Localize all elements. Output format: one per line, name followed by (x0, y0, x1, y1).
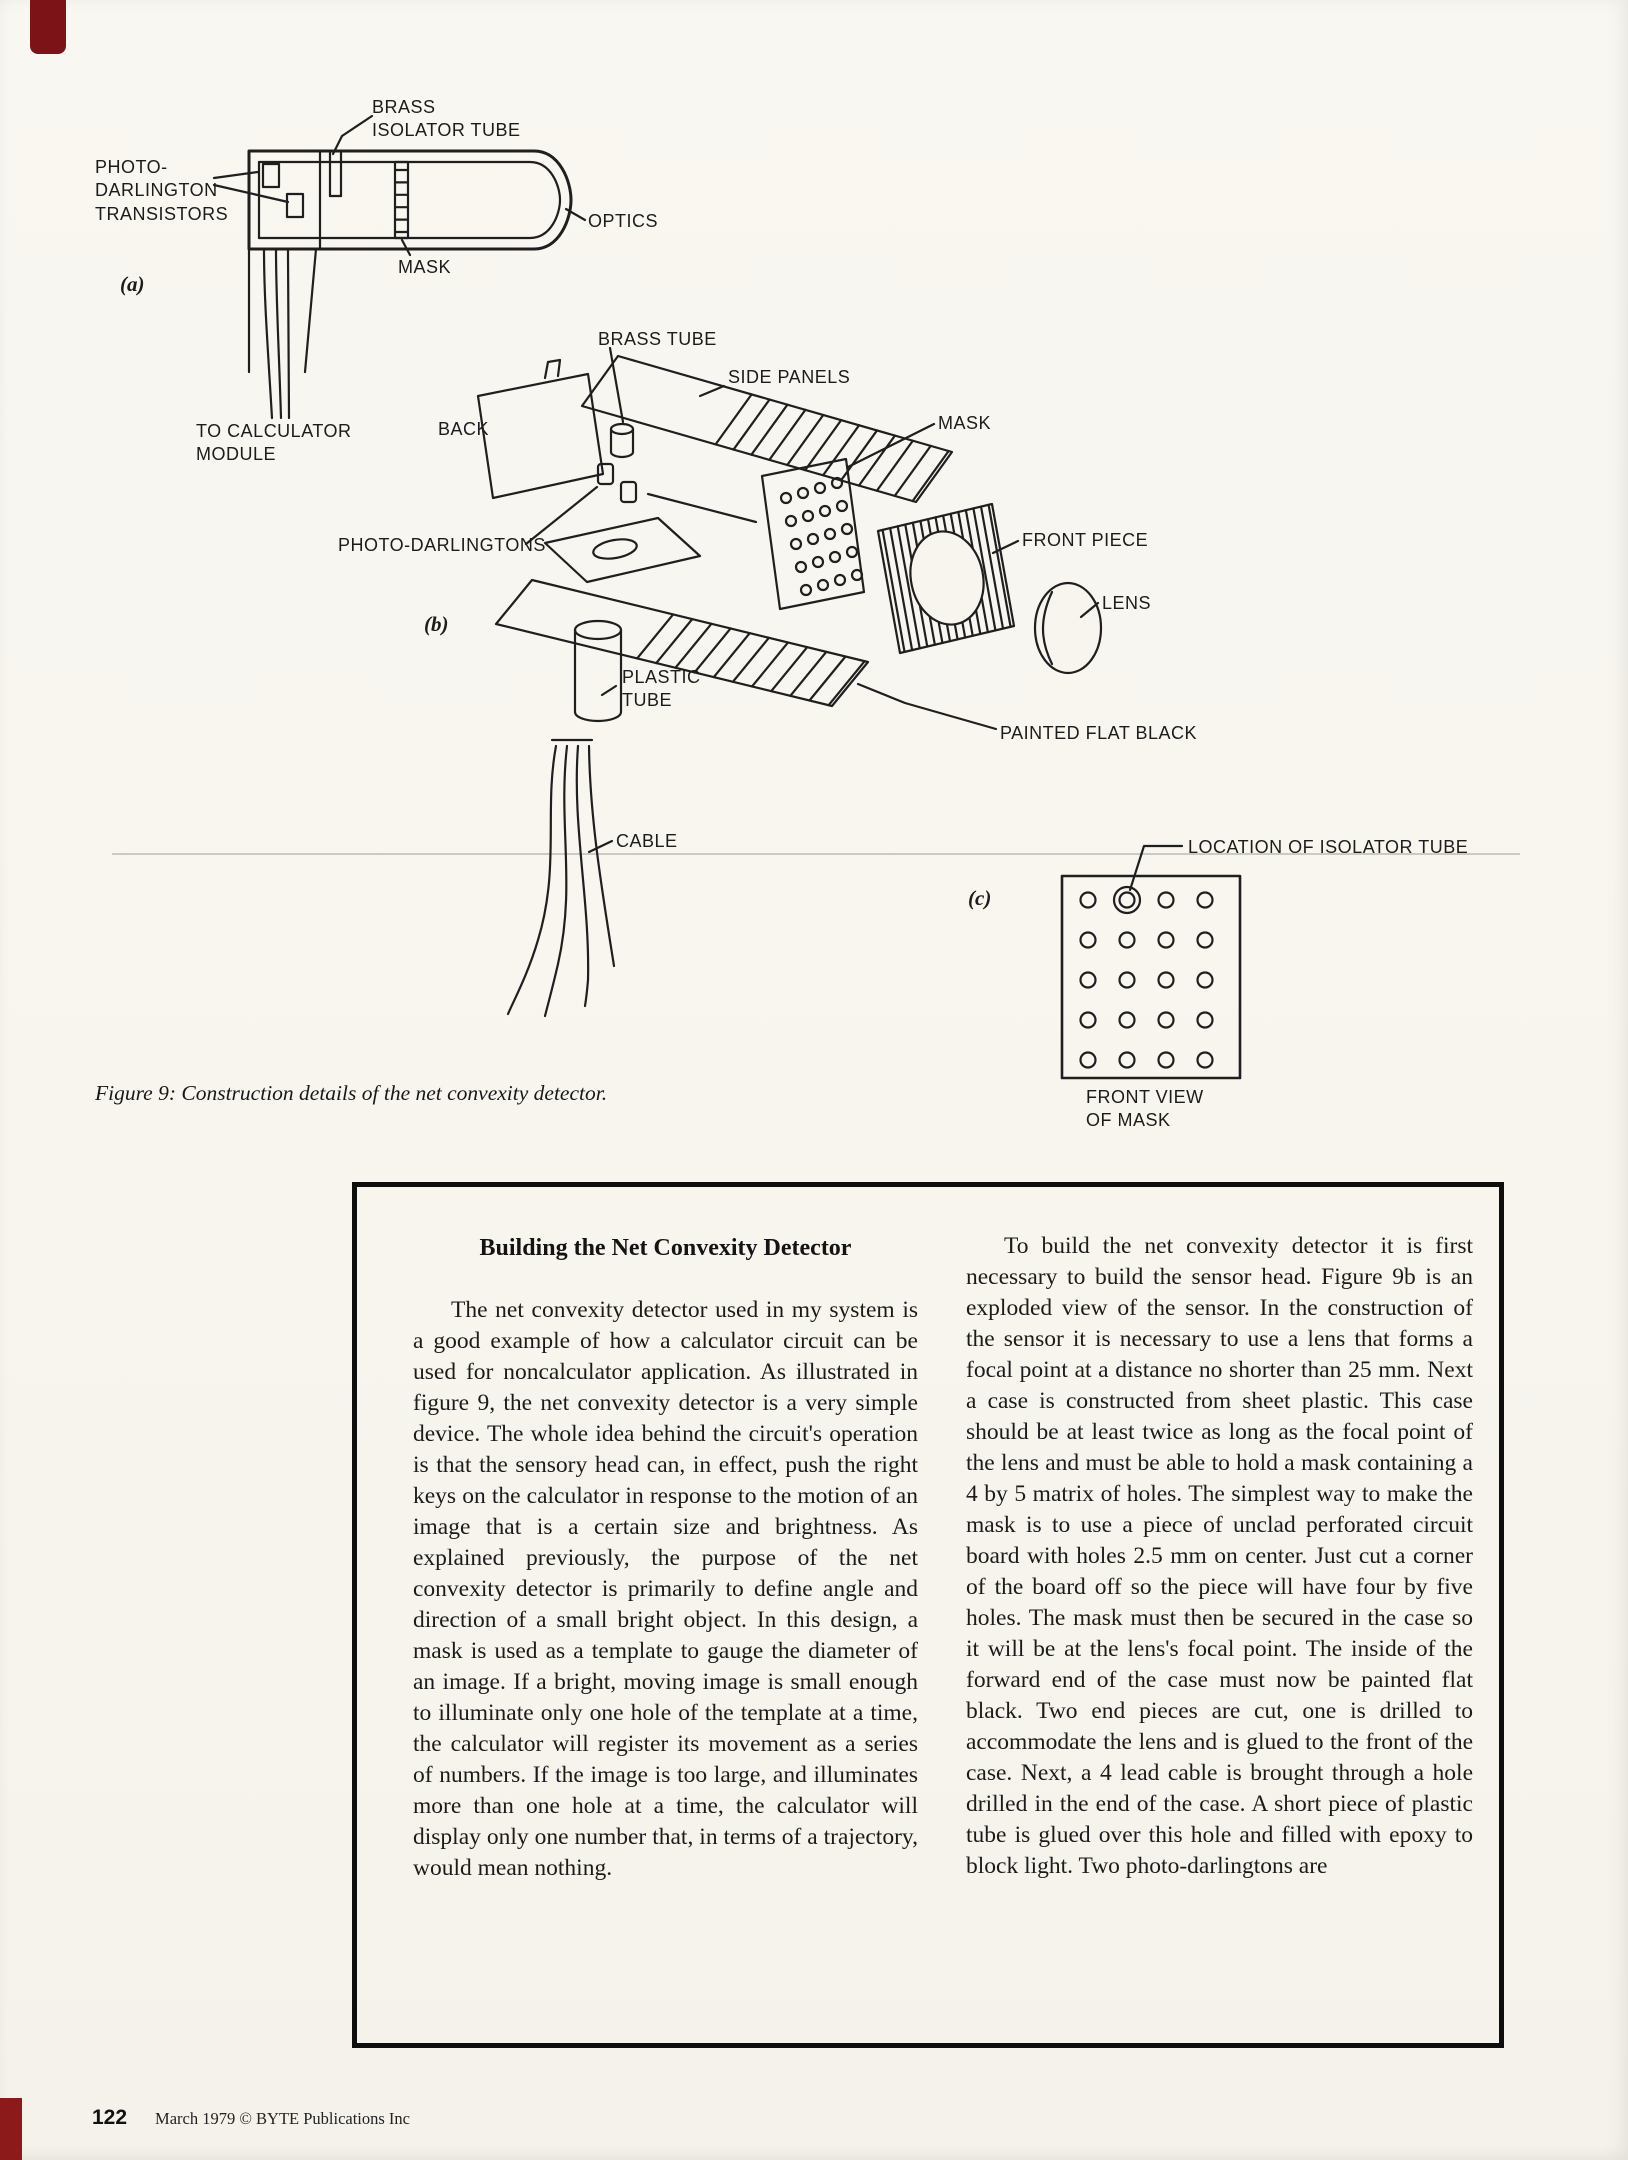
label-back: BACK (438, 419, 490, 439)
label-mask-a: MASK (398, 257, 452, 277)
label-lens: LENS (1102, 593, 1152, 613)
figure-part-tag-c: (c) (968, 886, 992, 910)
article-heading: Building the Net Convexity Detector (479, 1235, 852, 1261)
article-paragraph-left: The net convexity detector used in my sy… (413, 1297, 918, 1881)
figure-part-tag-b: (b) (424, 612, 449, 636)
diagram-b-art (476, 346, 1103, 1018)
article-column-left: Building the Net Convexity Detector The … (413, 1231, 918, 1884)
label-side-panels: SIDE PANELS (728, 367, 851, 387)
diagram-a-art (212, 114, 587, 420)
page-number: 122 (92, 2106, 128, 2129)
publication-credit: March 1979 © BYTE Publications Inc (155, 2109, 410, 2128)
label-front-view-of-mask: FRONT VIEW OF MASK (1086, 1087, 1204, 1131)
label-photo-darlingtons: PHOTO-DARLINGTONS (338, 535, 546, 555)
label-location-of-isolator-tube: LOCATION OF ISOLATOR TUBE (1188, 837, 1469, 857)
article-box: Building the Net Convexity Detector The … (352, 1182, 1504, 2048)
article-paragraph-right: To build the net convexity detector it i… (966, 1233, 1473, 1879)
scan-artifact-line (112, 853, 1520, 855)
label-to-calculator-module: TO CALCULATOR MODULE (196, 421, 352, 465)
figure-part-tag-a: (a) (120, 272, 145, 296)
scan-mark-top-left (30, 0, 66, 54)
label-front-piece: FRONT PIECE (1022, 530, 1149, 550)
diagram-c-art (1060, 844, 1242, 1080)
label-brass-isolator-tube: BRASS ISOLATOR TUBE (372, 97, 521, 141)
label-cable: CABLE (616, 831, 678, 851)
label-optics: OPTICS (588, 211, 659, 231)
article-column-right: To build the net convexity detector it i… (966, 1231, 1473, 1884)
label-brass-tube: BRASS TUBE (598, 329, 717, 349)
page-footer: 122 March 1979 © BYTE Publications Inc (92, 2106, 410, 2130)
label-mask-b: MASK (938, 413, 992, 433)
label-painted-flat-black: PAINTED FLAT BLACK (1000, 723, 1198, 743)
label-photo-darlington-transistors: PHOTO- DARLINGTON TRANSISTORS (95, 157, 229, 224)
figure-caption: Figure 9: Construction details of the ne… (95, 1081, 608, 1105)
article-columns: Building the Net Convexity Detector The … (413, 1231, 1473, 1884)
figure9-line-art (212, 114, 1242, 1080)
label-plastic-tube: PLASTIC TUBE (622, 667, 701, 711)
scan-mark-bottom-left (0, 2098, 22, 2160)
